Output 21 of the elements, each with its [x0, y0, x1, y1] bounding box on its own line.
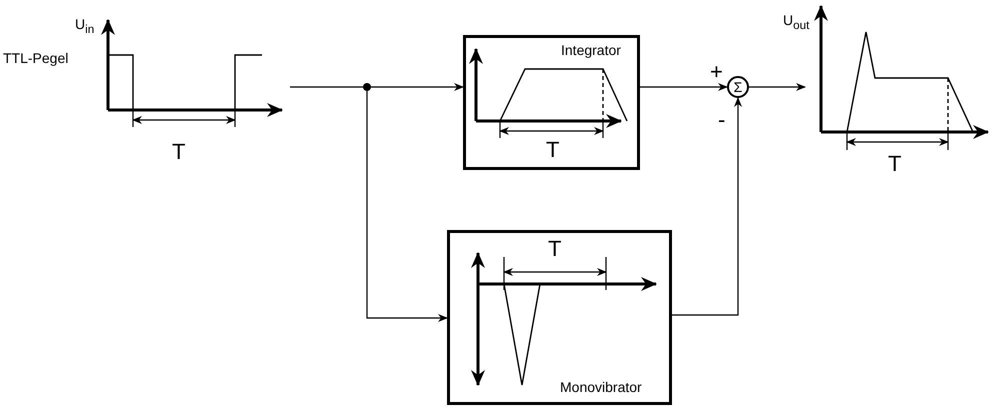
signal-arrow: [749, 83, 806, 91]
signal-arrow: [672, 97, 742, 316]
signal-arrow: [366, 91, 448, 322]
junction-dot: [363, 83, 371, 91]
period-label: T: [172, 140, 186, 164]
sign-label: -: [718, 108, 726, 132]
signal-line: [290, 86, 363, 88]
function-block: [463, 35, 640, 170]
summing-junction: Σ: [727, 76, 749, 98]
signal-arrow: [371, 83, 464, 91]
period-label: T: [888, 152, 902, 176]
axis-label: U$_{out}$: [783, 12, 810, 34]
period-label: T: [548, 237, 562, 261]
period-label: T: [546, 138, 560, 162]
signal-arrow: [640, 83, 728, 91]
level-label: TTL-Pegel: [3, 50, 68, 66]
function-block: [447, 230, 672, 405]
block-title: Monovibrator: [560, 379, 642, 395]
block-title: Integrator: [561, 42, 621, 58]
sign-label: +: [710, 60, 723, 84]
axis-label: U$_{in}$: [75, 16, 94, 38]
